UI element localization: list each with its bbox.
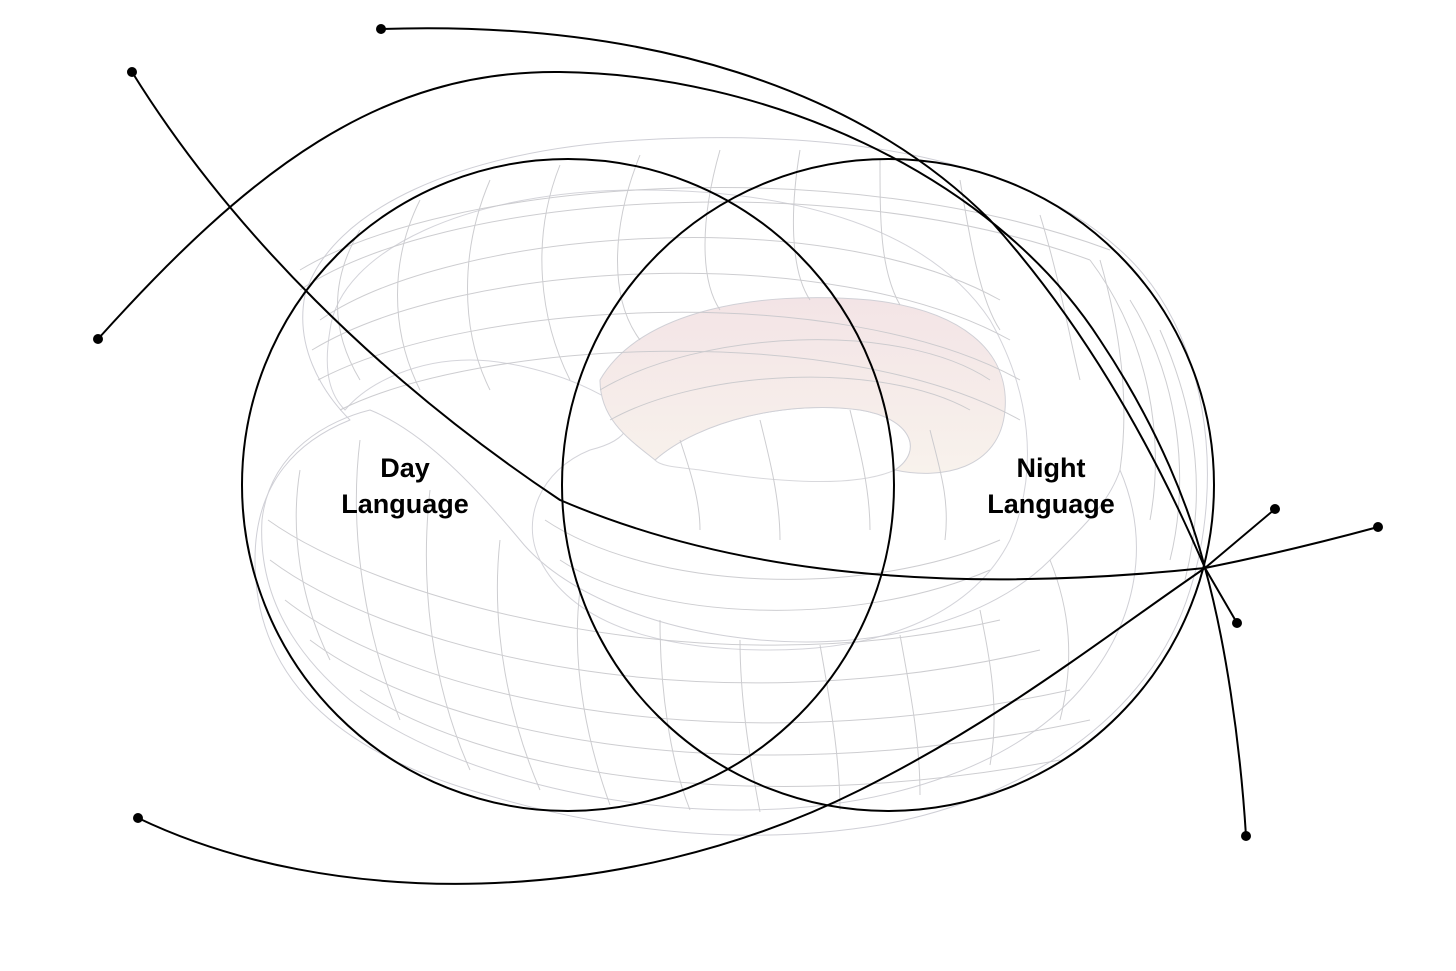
trefoil-knot-tube bbox=[255, 138, 1207, 835]
day-circle bbox=[242, 159, 894, 811]
bottom-arc-ray bbox=[138, 568, 1205, 884]
endpoint-dot bbox=[1232, 618, 1242, 628]
day-label-line1: Day bbox=[380, 453, 430, 483]
tube-outer-loop bbox=[255, 138, 1207, 835]
endpoint-dot bbox=[1241, 831, 1251, 841]
right-lower-ray bbox=[1205, 568, 1237, 623]
right-short-ray bbox=[1205, 509, 1275, 568]
right-long-ray bbox=[1205, 527, 1378, 568]
endpoint-dot bbox=[1373, 522, 1383, 532]
bottom-right-ray bbox=[1205, 568, 1246, 836]
night-label-line1: Night bbox=[1017, 453, 1086, 483]
night-label-line2: Language bbox=[987, 489, 1115, 519]
endpoint-dot bbox=[133, 813, 143, 823]
day-label-line2: Language bbox=[341, 489, 469, 519]
endpoint-dot bbox=[1270, 504, 1280, 514]
night-circle bbox=[562, 159, 1214, 811]
endpoint-dot bbox=[376, 24, 386, 34]
endpoint-dot bbox=[93, 334, 103, 344]
endpoint-dot bbox=[127, 67, 137, 77]
